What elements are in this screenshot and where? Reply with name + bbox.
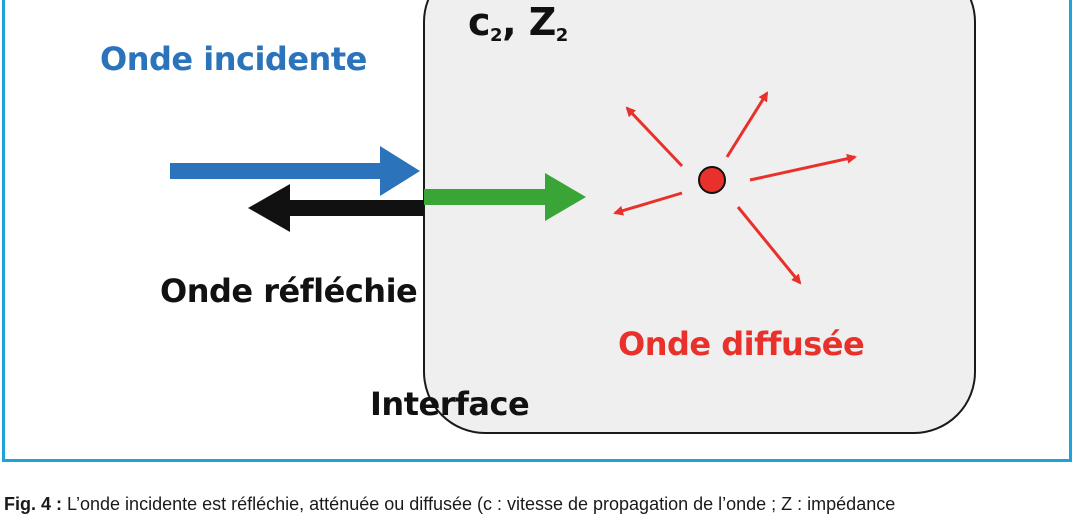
incident-wave-arrow [170,146,420,196]
scatterer-point [698,166,726,194]
figure-caption: Fig. 4 : L’onde incidente est réfléchie,… [4,493,895,515]
reflected-wave-arrow [248,184,424,232]
medium-properties-label: c2, Z2 [468,0,568,46]
caption-text: L’onde incidente est réfléchie, atténuée… [62,494,896,514]
interface-label: Interface [370,385,530,423]
reflected-wave-label: Onde réfléchie [160,272,418,310]
diffused-wave-label: Onde diffusée [618,325,865,363]
diffused-arrow-down-right [736,206,802,285]
incident-wave-label: Onde incidente [100,40,367,78]
diffused-arrow-upper-left [625,106,684,168]
medium-2-region [423,0,976,434]
diffused-arrow-right [749,153,857,182]
diffused-arrow-lower-left [613,191,683,216]
diffused-arrow-up [725,91,769,158]
transmitted-wave-arrow [424,173,586,221]
figure-number: Fig. 4 : [4,494,62,514]
